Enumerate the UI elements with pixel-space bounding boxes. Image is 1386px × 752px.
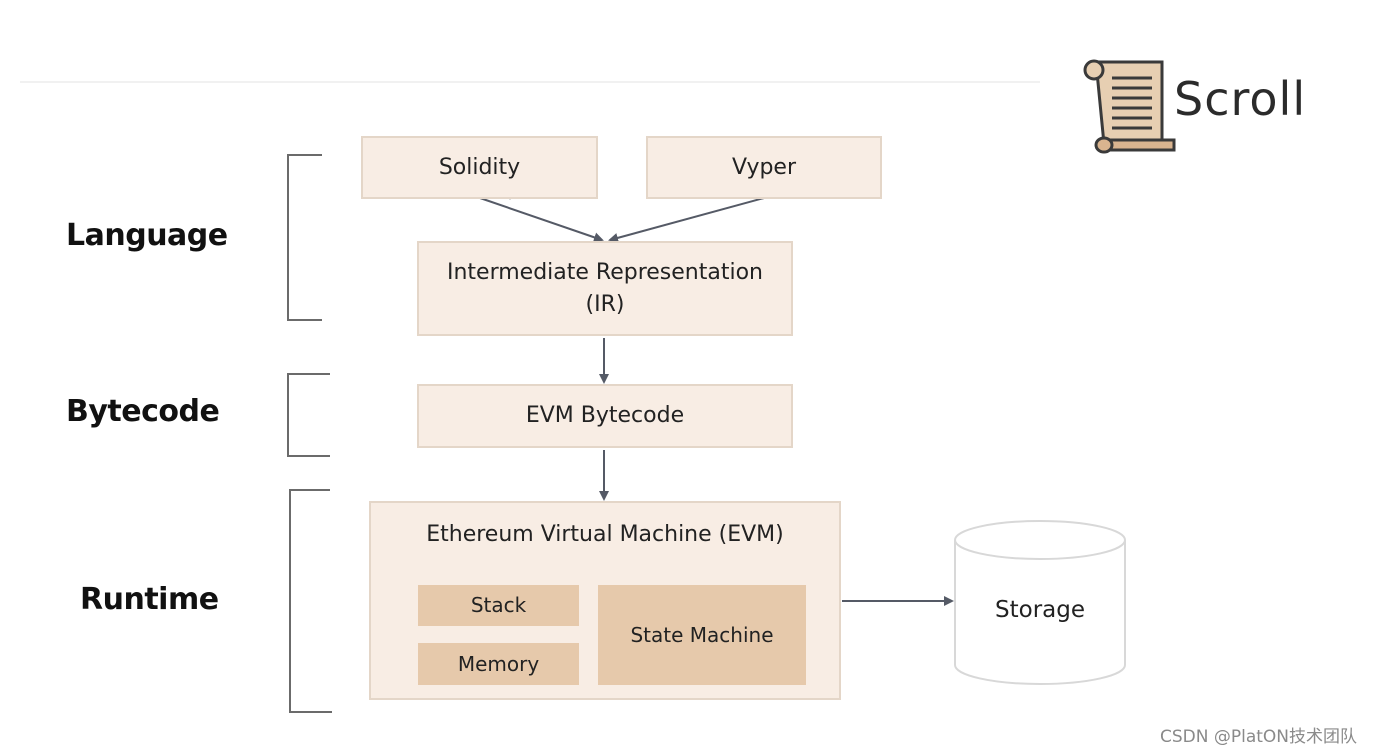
state-machine-box: State Machine — [598, 585, 806, 685]
runtime-bracket — [289, 489, 332, 713]
state-machine-label: State Machine — [630, 622, 774, 647]
language-bracket — [287, 154, 322, 321]
logo-text: Scroll — [1174, 72, 1307, 126]
bytecode-bracket — [287, 373, 330, 457]
stack-label: Stack — [470, 593, 527, 617]
storage-label: Storage — [995, 597, 1085, 623]
evm-bytecode-label: EVM Bytecode — [525, 403, 685, 429]
vyper-box: Vyper — [646, 136, 882, 199]
memory-box: Memory — [418, 643, 579, 685]
evm-title: Ethereum Virtual Machine (EVM) — [426, 522, 784, 547]
arrow-solidity-to-ir — [479, 197, 604, 243]
memory-label: Memory — [457, 651, 540, 676]
watermark: CSDN @PlatON技术团队 — [1160, 727, 1358, 747]
storage-cylinder — [954, 520, 1126, 685]
scroll-icon — [1083, 59, 1176, 154]
arrow-vyper-to-ir — [608, 197, 765, 243]
solidity-label: Solidity — [438, 154, 521, 180]
layer-label-language: Language — [66, 218, 228, 253]
ir-label-line2: (IR) — [585, 291, 625, 317]
evm-container: Ethereum Virtual Machine (EVM) Stack Mem… — [369, 501, 841, 700]
logo: Scroll — [1082, 56, 1322, 156]
vyper-label: Vyper — [731, 154, 797, 180]
solidity-box: Solidity — [361, 136, 598, 199]
ir-label-line1: Intermediate Representation — [446, 259, 763, 285]
stack-box: Stack — [418, 585, 579, 626]
layer-label-runtime: Runtime — [80, 582, 219, 617]
layer-label-bytecode: Bytecode — [66, 394, 220, 429]
evm-bytecode-box: EVM Bytecode — [417, 384, 793, 448]
ir-box: Intermediate Representation (IR) — [417, 241, 793, 336]
